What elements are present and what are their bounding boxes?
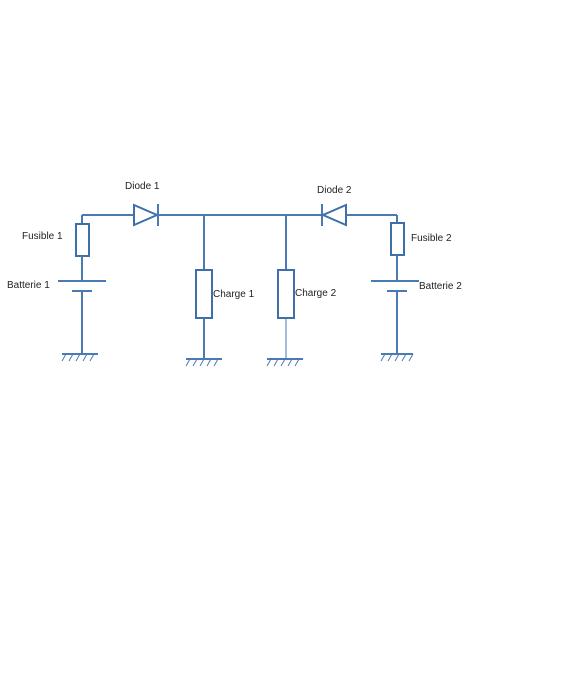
- fuse-2-symbol: [390, 222, 405, 256]
- fuse-1-label: Fusible 1: [22, 231, 63, 242]
- ground-symbol-3: [266, 358, 303, 367]
- load-1-symbol: [195, 269, 213, 319]
- fuse-1-symbol: [75, 223, 90, 257]
- load-1-label: Charge 1: [213, 289, 255, 300]
- load-2-symbol: [277, 269, 295, 319]
- load-2-branch: [277, 215, 295, 358]
- fuse-2-label: Fusible 2: [411, 233, 452, 244]
- diode-1-label: Diode 1: [125, 181, 160, 192]
- ground-symbol-1: [61, 353, 98, 362]
- right-branch: [371, 215, 419, 353]
- left-branch: [58, 215, 106, 353]
- diode-2-symbol: [320, 203, 347, 227]
- load-1-branch: [195, 215, 213, 358]
- ground-symbol-2: [185, 358, 222, 367]
- battery-1-label: Batterie 1: [7, 280, 50, 291]
- diode-2-label: Diode 2: [317, 185, 352, 196]
- battery-2-label: Batterie 2: [419, 281, 462, 292]
- diode-1-symbol: [133, 203, 160, 227]
- load-2-label: Charge 2: [295, 288, 337, 299]
- ground-symbol-4: [380, 353, 414, 362]
